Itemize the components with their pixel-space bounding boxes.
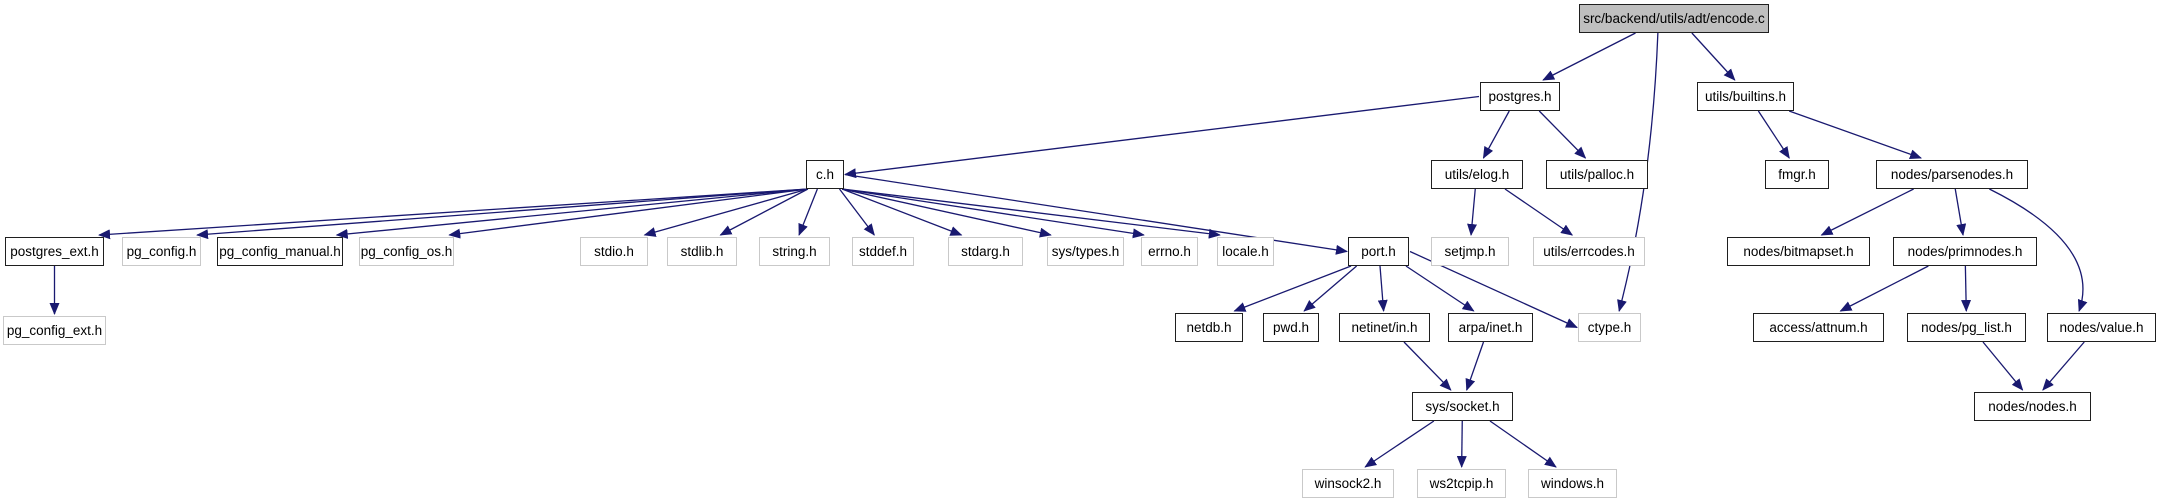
node-postgres_h[interactable]: postgres.h <box>1480 82 1560 111</box>
node-elog_h[interactable]: utils/elog.h <box>1431 160 1523 189</box>
node-string_h: string.h <box>759 237 830 266</box>
node-netdb_h[interactable]: netdb.h <box>1175 313 1243 342</box>
edge-elog_h-to-setjmp_h <box>1467 188 1478 236</box>
edge-value_h-to-nodes_h <box>2042 341 2085 391</box>
edge-netinet_in_h-to-socket_h <box>1403 341 1452 391</box>
node-pg_config_ext_h: pg_config_ext.h <box>3 316 106 345</box>
edge-postgres_h-to-palloc_h <box>1538 110 1587 159</box>
edge-arpa_inet_h-to-socket_h <box>1465 341 1485 391</box>
edge-c_h-to-stddef_h <box>838 188 875 236</box>
edge-socket_h-to-ws2tcpip_h <box>1456 420 1467 468</box>
edge-c_h-to-pg_config_os_h <box>448 188 808 239</box>
edge-c_h-to-pg_config_manual_h <box>335 188 808 239</box>
node-stdio_h: stdio.h <box>580 237 648 266</box>
node-primnodes_h[interactable]: nodes/primnodes.h <box>1893 237 2037 266</box>
edge-builtins_h-to-fmgr_h <box>1757 110 1790 159</box>
node-encode_c: src/backend/utils/adt/encode.c <box>1579 4 1769 33</box>
node-socket_h[interactable]: sys/socket.h <box>1412 392 1513 421</box>
node-ws2tcpip_h: ws2tcpip.h <box>1417 469 1506 498</box>
node-stdarg_h: stdarg.h <box>948 237 1023 266</box>
node-fmgr_h[interactable]: fmgr.h <box>1765 160 1829 189</box>
node-attnum_h[interactable]: access/attnum.h <box>1753 313 1884 342</box>
node-windows_h: windows.h <box>1528 469 1617 498</box>
node-stdlib_h: stdlib.h <box>667 237 737 266</box>
edge-c_h-to-pg_config_h <box>196 188 808 240</box>
node-sys_types_h: sys/types.h <box>1047 237 1124 266</box>
edge-elog_h-to-errcodes_h <box>1504 188 1574 236</box>
edge-socket_h-to-windows_h <box>1489 420 1557 468</box>
node-builtins_h[interactable]: utils/builtins.h <box>1697 82 1794 111</box>
node-bitmapset_h[interactable]: nodes/bitmapset.h <box>1727 237 1870 266</box>
edge-parsenodes_h-to-bitmapset_h <box>1820 188 1914 236</box>
node-palloc_h[interactable]: utils/palloc.h <box>1546 160 1648 189</box>
node-pwd_h[interactable]: pwd.h <box>1263 313 1319 342</box>
edge-postgres_h-to-c_h <box>844 95 1480 179</box>
edge-port_h-to-netdb_h <box>1233 265 1352 312</box>
node-netinet_in_h[interactable]: netinet/in.h <box>1339 313 1430 342</box>
edge-port_h-to-netinet_in_h <box>1377 265 1388 312</box>
node-pg_list_h[interactable]: nodes/pg_list.h <box>1907 313 2026 342</box>
node-locale_h: locale.h <box>1217 237 1274 266</box>
edge-socket_h-to-winsock2_h <box>1364 420 1435 468</box>
edge-parsenodes_h-to-primnodes_h <box>1954 188 1967 236</box>
node-winsock2_h: winsock2.h <box>1302 469 1394 498</box>
node-pg_config_h: pg_config.h <box>122 237 201 266</box>
edge-port_h-to-arpa_inet_h <box>1405 265 1475 312</box>
node-pg_config_os_h: pg_config_os.h <box>359 237 454 266</box>
edge-c_h-to-sys_types_h <box>841 188 1052 238</box>
edge-c_h-to-locale_h <box>842 188 1221 239</box>
node-setjmp_h: setjmp.h <box>1431 237 1509 266</box>
edge-parsenodes_h-to-value_h <box>1989 188 2088 312</box>
node-pg_config_manual_h[interactable]: pg_config_manual.h <box>217 237 343 266</box>
node-postgres_ext_h[interactable]: postgres_ext.h <box>5 237 104 266</box>
edge-primnodes_h-to-attnum_h <box>1839 265 1929 312</box>
edge-encode_c-to-builtins_h <box>1691 32 1736 81</box>
edge-encode_c-to-postgres_h <box>1542 32 1636 81</box>
node-c_h[interactable]: c.h <box>806 160 844 189</box>
edge-pg_list_h-to-nodes_h <box>1982 341 2024 391</box>
node-ctype_h: ctype.h <box>1578 313 1641 342</box>
node-errno_h: errno.h <box>1141 237 1198 266</box>
node-value_h[interactable]: nodes/value.h <box>2047 313 2156 342</box>
edge-postgres_h-to-elog_h <box>1482 110 1510 159</box>
node-port_h[interactable]: port.h <box>1348 237 1409 266</box>
node-stddef_h: stddef.h <box>852 237 914 266</box>
node-parsenodes_h[interactable]: nodes/parsenodes.h <box>1876 160 2028 189</box>
node-arpa_inet_h[interactable]: arpa/inet.h <box>1448 313 1533 342</box>
edge-c_h-to-postgres_ext_h <box>98 188 808 240</box>
edge-c_h-to-stdarg_h <box>841 188 963 236</box>
edge-primnodes_h-to-pg_list_h <box>1961 265 1972 312</box>
edge-c_h-to-stdlib_h <box>719 188 809 236</box>
edge-c_h-to-errno_h <box>842 188 1145 239</box>
node-errcodes_h: utils/errcodes.h <box>1533 237 1645 266</box>
edge-c_h-to-string_h <box>798 188 818 236</box>
edge-port_h-to-pwd_h <box>1303 265 1358 312</box>
edge-c_h-to-stdio_h <box>643 188 809 237</box>
node-nodes_h[interactable]: nodes/nodes.h <box>1974 392 2091 421</box>
edge-builtins_h-to-parsenodes_h <box>1788 110 1922 160</box>
